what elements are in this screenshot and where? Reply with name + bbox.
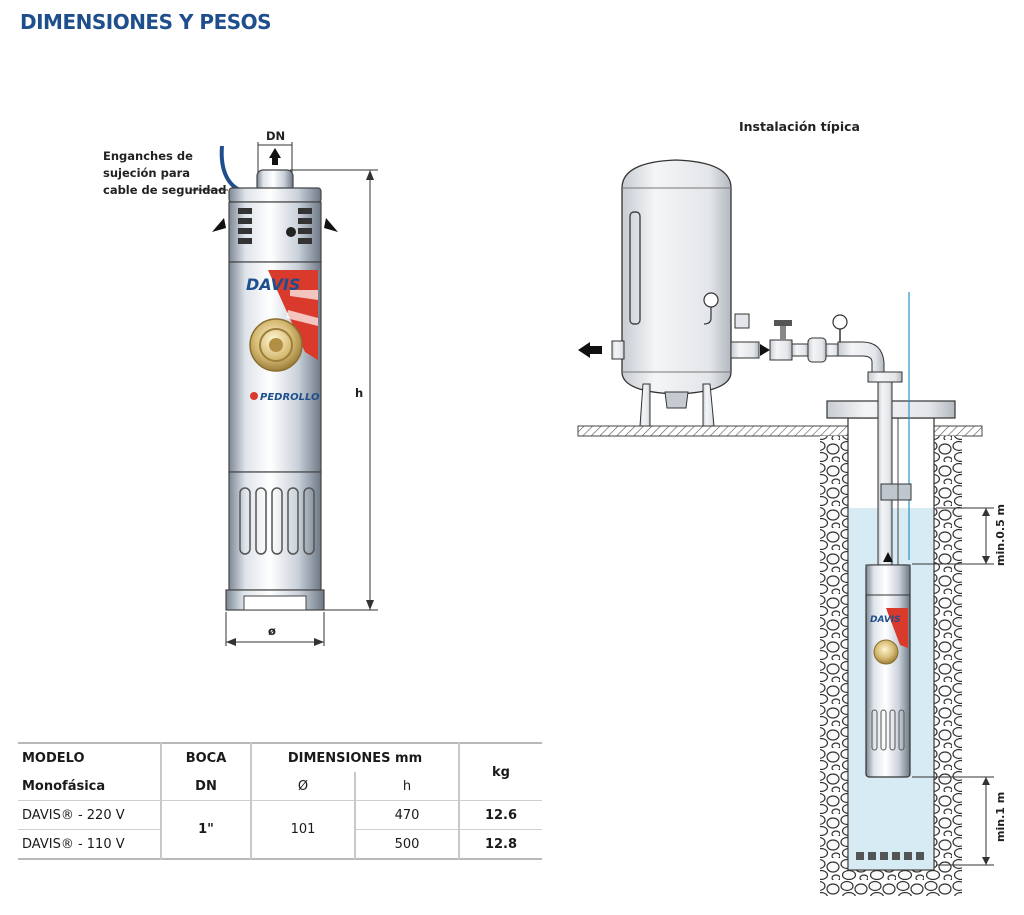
dn-label: DN [266, 129, 286, 143]
kg-cell: 12.6 [484, 807, 518, 823]
model-cell: DAVIS® - 220 V [18, 800, 162, 830]
diameter-cell: 101 [251, 800, 356, 859]
col-header-h: h [355, 772, 460, 801]
model-cell: DAVIS® - 110 V [18, 829, 162, 859]
well-pump-brand-model: DAVIS [870, 615, 901, 625]
min-bottom-label: min.1 m [994, 791, 1007, 842]
min-top-label: min.0.5 m [994, 503, 1007, 566]
kg-cell: 12.8 [484, 836, 518, 852]
page-title: DIMENSIONES Y PESOS [20, 10, 272, 34]
hooks-label-line: sujeción para [103, 166, 191, 180]
col-header-boca: BOCA [161, 743, 252, 772]
col-header-dn: DN [161, 772, 252, 801]
installation-title: Instalación típica [739, 119, 860, 134]
col-header-modelo: MODELO [18, 743, 162, 772]
hooks-label: Enganches de sujeción para cable de segu… [103, 148, 227, 199]
hooks-label-line: Enganches de [103, 149, 193, 163]
h-cell: 470 [355, 800, 460, 830]
diameter-label: ø [268, 624, 276, 638]
pump-brand-name: PEDROLLO [260, 392, 320, 403]
pump-drawing: DAVIS PEDROLLO [190, 142, 378, 646]
height-label: h [355, 386, 364, 400]
specs-table: MODELO BOCA DIMENSIONES mm kg Monofásica… [18, 742, 542, 860]
boca-cell: 1" [161, 800, 252, 859]
pump-brand-model: DAVIS [246, 275, 300, 294]
installation-drawing: DAVIS [577, 159, 994, 896]
col-header-monofasica: Monofásica [18, 772, 162, 801]
col-header-kg: kg [492, 764, 510, 780]
table-row: DAVIS® - 220 V 1" 101 470 12.6 [18, 800, 542, 859]
h-cell: 500 [355, 829, 460, 859]
col-header-dimensiones: DIMENSIONES mm [251, 743, 460, 772]
hooks-label-line: cable de seguridad [103, 183, 227, 197]
col-header-diameter: Ø [251, 772, 356, 801]
